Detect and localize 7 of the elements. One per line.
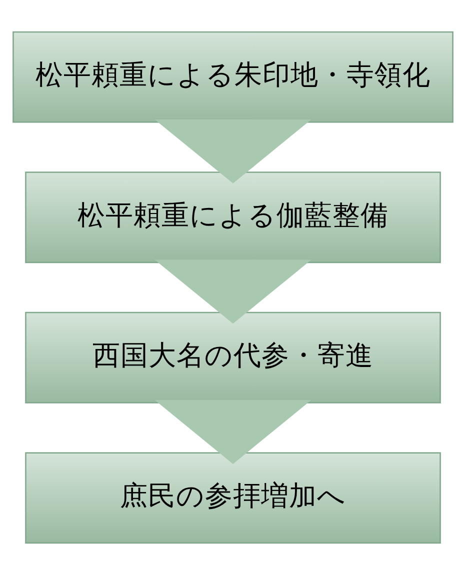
arrow	[154, 400, 312, 464]
node-box: 庶民の参拝増加へ	[25, 452, 441, 544]
arrow	[154, 119, 312, 184]
node-box: 西国大名の代参・寄進	[25, 312, 441, 404]
node-box: 松平頼重による伽藍整備	[25, 172, 441, 264]
arrow	[154, 260, 312, 324]
node-box: 松平頼重による朱印地・寺領化	[12, 31, 454, 123]
